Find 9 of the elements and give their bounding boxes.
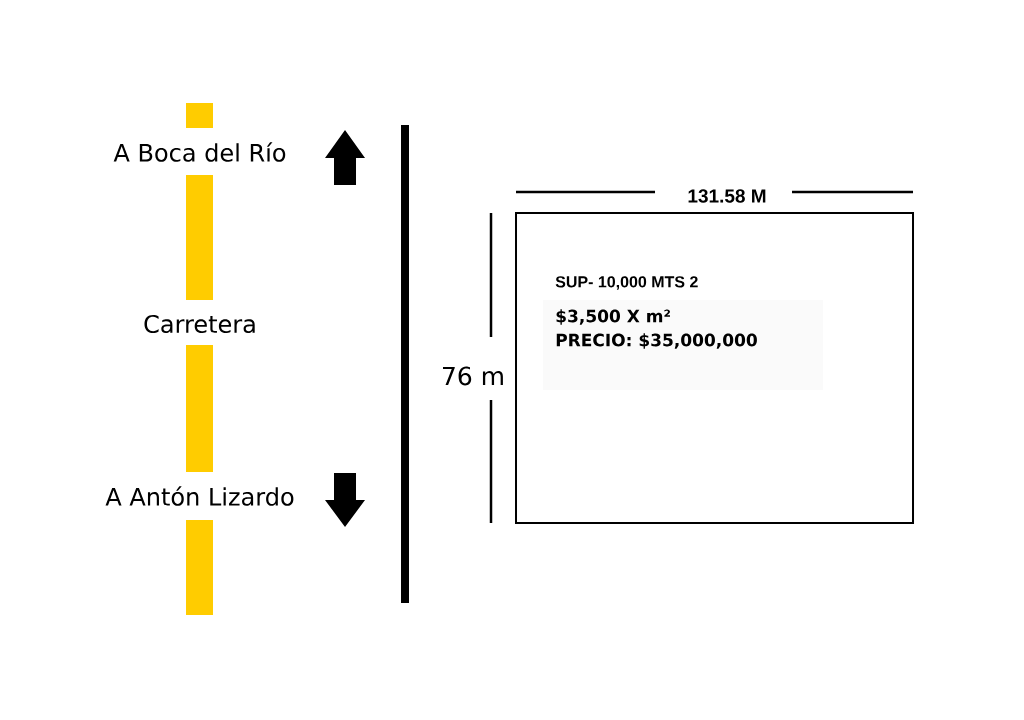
area-text: SUP- 10,000 MTS 2 (555, 276, 698, 290)
dimension-label: 131.58 M (685, 187, 769, 205)
price-per-meter-text: $3,500 X m² (556, 309, 670, 325)
road-label: Carretera (141, 312, 259, 336)
lot-box (515, 212, 914, 524)
price-text: PRECIO: $35,000,000 (556, 333, 757, 349)
direction-label: A Boca del Río (111, 140, 289, 164)
direction-label: A Antón Lizardo (103, 484, 297, 508)
dimension-label: 76 m (438, 364, 508, 388)
